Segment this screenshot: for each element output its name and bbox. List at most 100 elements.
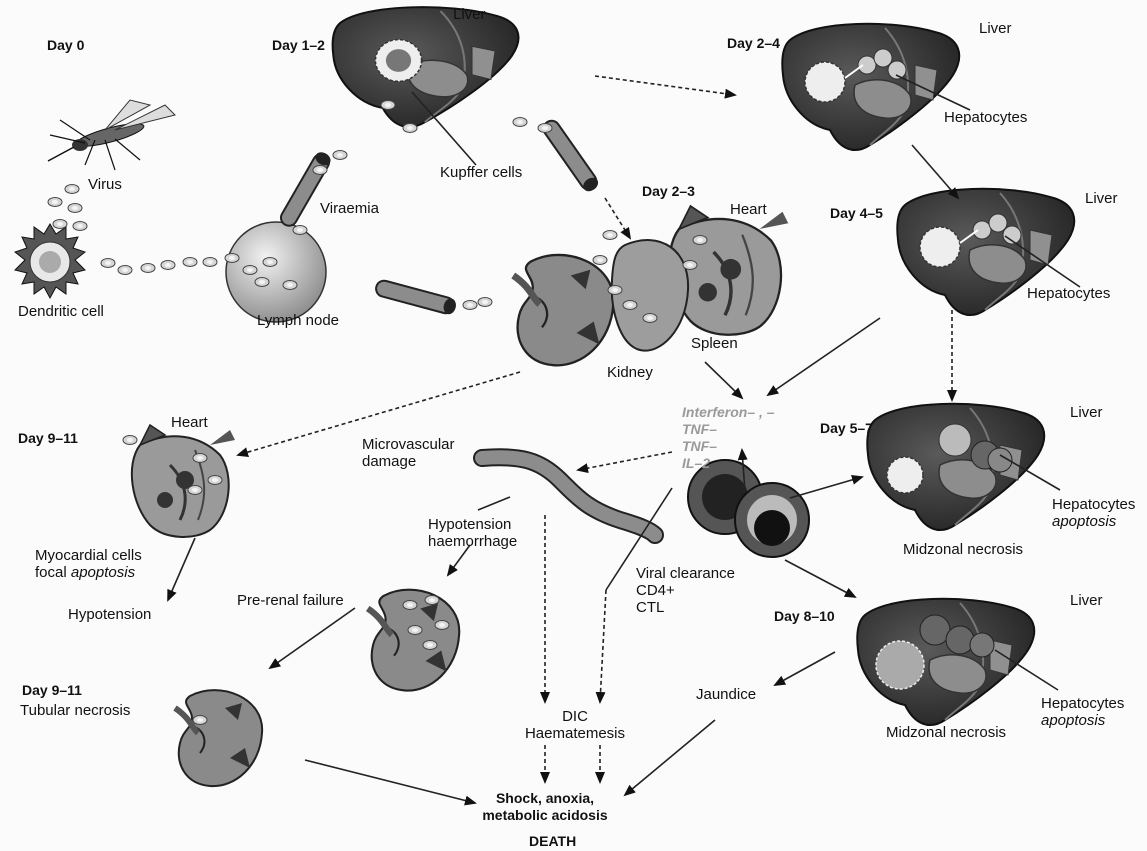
day-0-label: Day 0 (47, 37, 84, 54)
arrow-prerenal-to-tubular (270, 608, 355, 668)
t-cells-illustration (688, 460, 809, 557)
day-9-11-heart-label: Day 9–11 (18, 430, 78, 447)
viral-clearance-label: Viral clearance CD4+ CTL (636, 565, 735, 616)
day-8-10-label: Day 8–10 (774, 608, 835, 625)
virus-particle (643, 314, 657, 323)
virus-particle (435, 621, 449, 630)
virus-particle (193, 454, 207, 463)
liver-day8-10-illustration (857, 599, 1034, 725)
virus-particle (161, 261, 175, 270)
spleen-label: Spleen (691, 335, 738, 352)
liver-label-4: Liver (1070, 404, 1103, 421)
virus-particle (313, 166, 327, 175)
kupffer-cells-label: Kupffer cells (440, 164, 522, 181)
virus-particle (203, 258, 217, 267)
dendritic-cell-illustration (15, 224, 85, 298)
tubular-necrosis-label: Tubular necrosis (20, 702, 130, 719)
virus-particle (123, 436, 137, 445)
midzonal-necrosis-label-2: Midzonal necrosis (886, 724, 1006, 741)
lymph-node-illustration (226, 222, 326, 322)
dic-haematemesis-label: DIC Haematemesis (510, 708, 640, 742)
virus-label: Virus (88, 176, 122, 193)
virus-particle (423, 641, 437, 650)
virus-particle (68, 204, 82, 213)
virus-particle (403, 124, 417, 133)
arrow-heart-to-hypotension (168, 538, 195, 600)
apoptosis-text-3: apoptosis (1052, 513, 1135, 530)
kidney-label: Kidney (607, 364, 653, 381)
heart-label-1: Heart (730, 201, 767, 218)
arrow-tcells-to-day8-10 (785, 560, 855, 597)
cytokine-il2: IL–2 (682, 455, 775, 472)
cytokine-tnf-2: TNF– (682, 438, 775, 455)
hepatocytes-apoptosis-label-1: Hepatocytes apoptosis (1052, 496, 1135, 530)
arrow-cytokines-to-haematemesis-2 (600, 590, 606, 702)
virus-particle (283, 281, 297, 290)
virus-particle (333, 151, 347, 160)
dendritic-cell-label: Dendritic cell (18, 303, 104, 320)
virus-particle (408, 626, 422, 635)
myocardial-text-2: focal apoptosis (35, 564, 142, 581)
cytokine-interferon: Interferon– , – (682, 404, 775, 421)
liver-day5-7-illustration (867, 404, 1044, 530)
arrow-microvascular-to-hypotension (478, 497, 510, 510)
virus-particle (381, 101, 395, 110)
virus-particle (48, 198, 62, 207)
virus-particle (463, 301, 477, 310)
virus-particle (293, 226, 307, 235)
virus-particle (193, 716, 207, 725)
death-label: DEATH (529, 833, 576, 850)
virus-particle (255, 278, 269, 287)
viraemia-label: Viraemia (320, 200, 379, 217)
virus-particle (623, 301, 637, 310)
arrow-tubular-to-shock (305, 760, 475, 803)
virus-particle (141, 264, 155, 273)
virus-particle (118, 266, 132, 275)
day-2-3-label: Day 2–3 (642, 183, 695, 200)
apoptosis-text-4: apoptosis (1041, 712, 1124, 729)
hepatocytes-apoptosis-label-2: Hepatocytes apoptosis (1041, 695, 1124, 729)
virus-particle (603, 231, 617, 240)
shock-label: Shock, anoxia, metabolic acidosis (470, 790, 620, 824)
virus-particle (183, 258, 197, 267)
virus-particle (593, 256, 607, 265)
hepatocytes-label-1: Hepatocytes (944, 109, 1027, 126)
arrow-spleen-to-cytokines (705, 362, 742, 398)
myocardial-text-1: Myocardial cells (35, 547, 142, 564)
virus-particle (53, 220, 67, 229)
arrow-day4-5-to-cytokines (768, 318, 880, 395)
hepatocytes-text-4: Hepatocytes (1041, 695, 1124, 712)
lymph-node-label: Lymph node (257, 312, 339, 329)
day-9-11-kidney-label: Day 9–11 (22, 682, 82, 699)
microvascular-label: Microvascular damage (362, 436, 455, 470)
virus-particle (538, 124, 552, 133)
day-4-5-label: Day 4–5 (830, 205, 883, 222)
virus-particle (208, 476, 222, 485)
cytokines-label: Interferon– , – TNF– TNF– IL–2 (682, 404, 775, 472)
virus-particle (225, 254, 239, 263)
virus-particle (425, 596, 439, 605)
liver-label-1: Liver (453, 6, 486, 23)
vessel-lymph (374, 279, 457, 316)
virus-particle (683, 261, 697, 270)
hepatocytes-label-2: Hepatocytes (1027, 285, 1110, 302)
virus-particle (693, 236, 707, 245)
hypotension-label: Hypotension (68, 606, 151, 623)
day-2-4-label: Day 2–4 (727, 35, 780, 52)
virus-particle (65, 185, 79, 194)
mosquito-illustration (48, 100, 175, 170)
virus-particle (73, 222, 87, 231)
myocardial-label: Myocardial cells focal apoptosis (35, 547, 142, 581)
liver-day1-2-illustration (333, 7, 519, 127)
liver-label-5: Liver (1070, 592, 1103, 609)
liver-day2-4-illustration (782, 24, 959, 150)
day-1-2-label: Day 1–2 (272, 37, 325, 54)
arrow-liver8-10-to-jaundice (775, 652, 835, 685)
day-5-7-label: Day 5–7 (820, 420, 873, 437)
hypotension-haemorrhage-label: Hypotension haemorrhage (428, 516, 517, 550)
cytokine-tnf-1: TNF– (682, 421, 775, 438)
virus-particle (608, 286, 622, 295)
virus-particle (478, 298, 492, 307)
jaundice-label: Jaundice (696, 686, 756, 703)
